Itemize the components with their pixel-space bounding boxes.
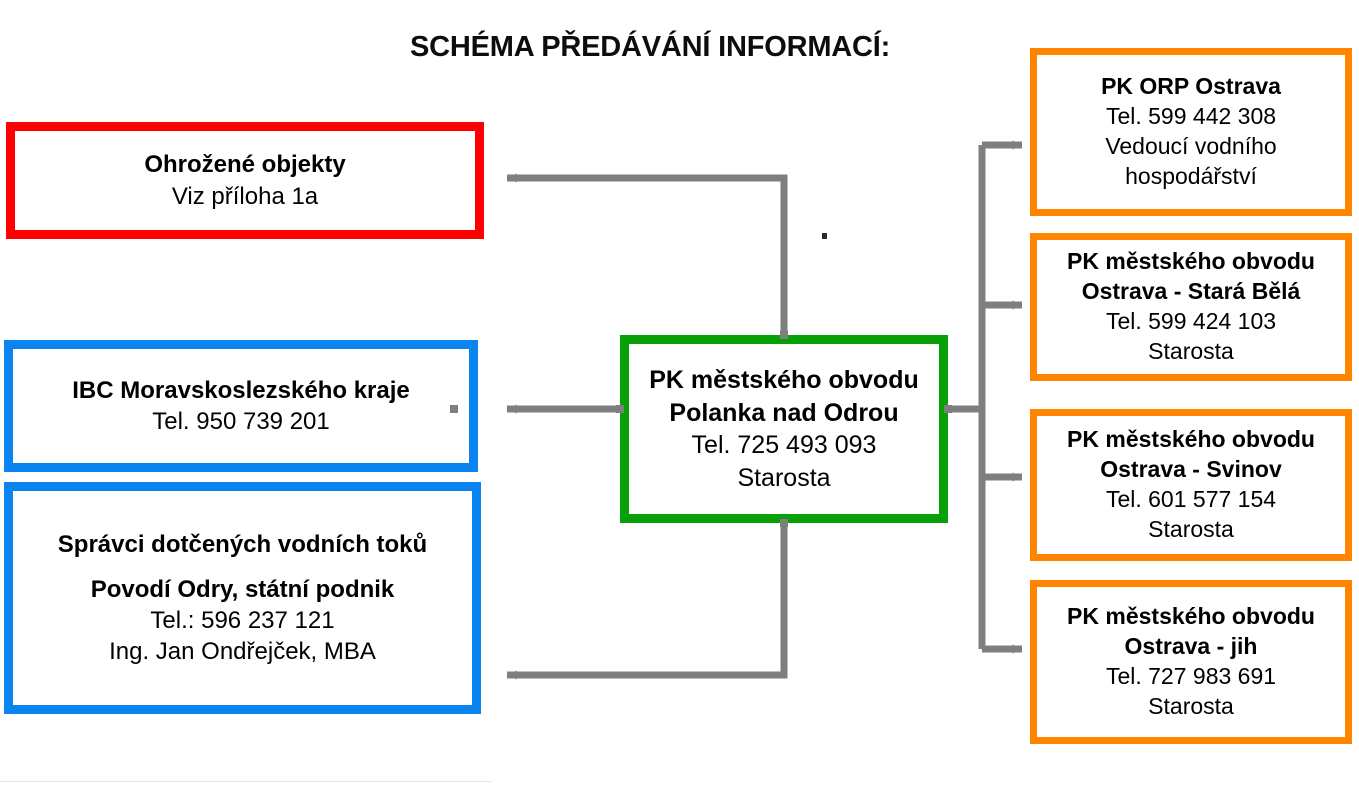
box-streams-line-3: Tel.: 596 237 121 (150, 607, 335, 634)
selection-handle-bottom[interactable] (780, 519, 788, 527)
box-ostrava-jih[interactable]: PK městského obvodu Ostrava - jih Tel. 7… (1030, 580, 1352, 744)
box-water-stream-managers[interactable]: Správci dotčených vodních toků Povodí Od… (4, 482, 481, 714)
box-jih-line-4: Starosta (1148, 692, 1234, 719)
box-ibc-line-2: Tel. 950 739 201 (152, 408, 330, 435)
box-threatened-line-1: Ohrožené objekty (144, 151, 346, 179)
box-svinov-line-2: Ostrava - Svinov (1100, 456, 1282, 483)
box-orp-line-2: Tel. 599 442 308 (1105, 103, 1277, 130)
box-streams-line-2: Povodí Odry, státní podnik (90, 575, 395, 603)
box-starabela-line-1: PK městského obvodu (1067, 248, 1315, 275)
selection-handle-right[interactable] (944, 405, 952, 413)
box-orp-line-1: PK ORP Ostrava (1101, 73, 1281, 100)
box-threatened-objects[interactable]: Ohrožené objekty Viz příloha 1a (6, 122, 484, 239)
selection-handle-left[interactable] (616, 405, 624, 413)
box-jih-line-3: Tel. 727 983 691 (1105, 663, 1277, 689)
box-svinov-line-4: Starosta (1148, 515, 1234, 542)
box-orp-line-4: hospodářství (1125, 162, 1257, 189)
box-starabela-line-2: Ostrava - Stará Bělá (1081, 278, 1301, 305)
box-svinov-line-1: PK městského obvodu (1067, 426, 1315, 453)
box-central-line-4: Starosta (737, 463, 831, 492)
box-pk-orp-ostrava[interactable]: PK ORP Ostrava Tel. 599 442 308 Vedoucí … (1030, 48, 1352, 216)
box-orp-line-3: Vedoucí vodního (1105, 133, 1277, 159)
box-threatened-line-2: Viz příloha 1a (171, 182, 319, 210)
box-ibc-moravskoslezsky-kraj[interactable]: IBC Moravskoslezského kraje Tel. 950 739… (4, 340, 478, 472)
box-ostrava-svinov[interactable]: PK městského obvodu Ostrava - Svinov Tel… (1030, 409, 1352, 561)
box-streams-line-4: Ing. Jan Ondřejček, MBA (109, 638, 376, 666)
box-ostrava-stara-bela[interactable]: PK městského obvodu Ostrava - Stará Bělá… (1030, 233, 1352, 381)
box-central-line-1: PK městského obvodu (649, 366, 919, 394)
box-starabela-line-4: Starosta (1148, 337, 1234, 364)
connector-to-threatened (506, 173, 788, 335)
page-title: SCHÉMA PŘEDÁVÁNÍ INFORMACÍ: (410, 31, 891, 63)
box-central-polanka-nad-odrou[interactable]: PK městského obvodu Polanka nad Odrou Te… (620, 335, 948, 523)
selection-handle-top[interactable] (780, 331, 788, 339)
box-central-line-2: Polanka nad Odrou (669, 398, 899, 427)
box-starabela-line-3: Tel. 599 424 103 (1105, 308, 1277, 334)
box-jih-line-2: Ostrava - jih (1124, 633, 1258, 660)
bottom-guide-line (0, 781, 492, 782)
box-svinov-line-3: Tel. 601 577 154 (1105, 486, 1277, 512)
box-jih-line-1: PK městského obvodu (1067, 603, 1315, 630)
box-central-line-3: Tel. 725 493 093 (691, 431, 877, 459)
box-streams-line-1: Správci dotčených vodních toků (57, 530, 428, 558)
stray-dot-marker (822, 233, 827, 239)
connector-to-streams (506, 523, 788, 680)
box-ibc-line-1: IBC Moravskoslezského kraje (72, 376, 410, 404)
connector-endpoint-handle-ibc[interactable] (450, 405, 458, 413)
